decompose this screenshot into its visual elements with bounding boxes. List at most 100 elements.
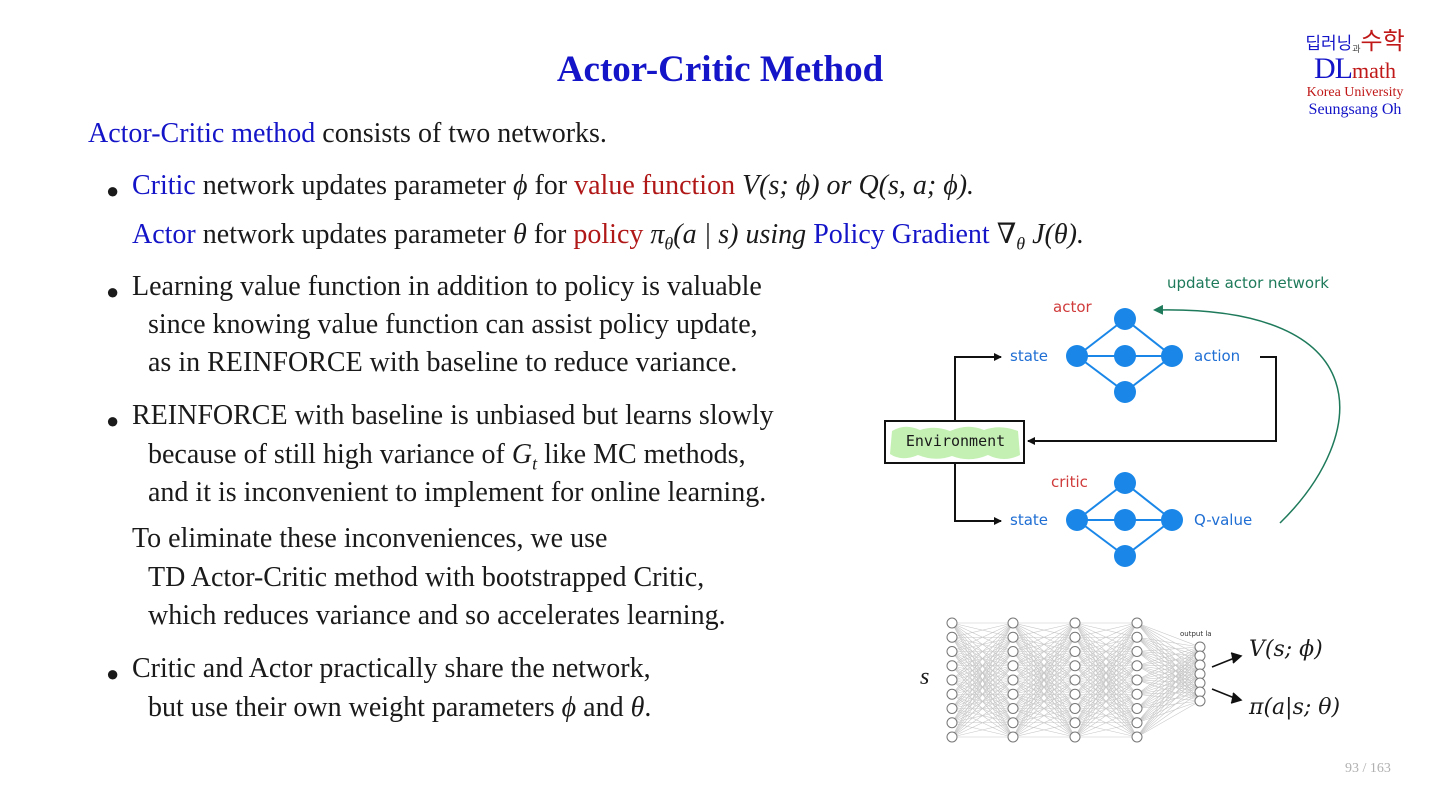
network-edge: [1136, 682, 1201, 709]
network-edge: [1012, 694, 1076, 738]
environment-highlight: [890, 426, 1020, 460]
state-label: state: [1010, 347, 1048, 365]
network-edge: [1074, 622, 1138, 652]
output-layer-label: output la: [1180, 630, 1212, 638]
network-edge: [951, 622, 1014, 738]
network-edge: [1074, 637, 1138, 738]
logo-korean: 딥러닝과수학: [1305, 29, 1405, 55]
network-node: [1131, 688, 1143, 700]
network-edge: [1136, 679, 1201, 702]
network-edge: [951, 622, 1014, 638]
network-node: [946, 631, 958, 643]
bullet-dot: ●: [106, 279, 120, 304]
network-node: [946, 703, 958, 714]
network-edge: [1136, 622, 1201, 648]
update-actor-label: update actor network: [1167, 274, 1329, 292]
network-node: [946, 717, 958, 729]
para-line3: which reduces variance and so accelerate…: [148, 600, 726, 631]
network-edge: [1136, 636, 1201, 648]
network-edge: [1136, 637, 1201, 693]
network-edge: [1136, 646, 1201, 681]
para-line2: TD Actor-Critic method with bootstrapped…: [148, 562, 705, 593]
network-edge: [1012, 622, 1076, 738]
bullet3-line2: because of still high variance of Gt lik…: [148, 439, 746, 474]
action-label: action: [1194, 347, 1241, 365]
network-node: [1069, 703, 1081, 714]
network-edge: [951, 622, 1014, 723]
network-edge: [1136, 673, 1201, 709]
network-edge: [1012, 637, 1076, 738]
network-node: [946, 660, 958, 672]
network-edge: [1012, 622, 1076, 681]
slide-title: Actor-Critic Method: [556, 49, 884, 90]
network-node: [1194, 695, 1206, 707]
network-edge: [1136, 651, 1201, 702]
network-node: [1069, 631, 1081, 643]
network-edge: [1136, 682, 1201, 738]
network-edge: [951, 708, 1014, 738]
network-edge: [1136, 700, 1201, 724]
network-node: [1131, 631, 1143, 643]
network-edge: [1136, 693, 1201, 702]
network-edge: [951, 622, 1014, 681]
network-edge: [1136, 646, 1201, 667]
network-node: [1069, 674, 1081, 686]
env-to-state-arrow: [954, 463, 1002, 525]
network-node: [1007, 617, 1019, 629]
network-edge: [951, 622, 1014, 709]
network-edge: [1136, 622, 1201, 702]
network-node: [1069, 646, 1081, 657]
network-edge: [1136, 673, 1201, 738]
network-edge: [951, 651, 1014, 738]
network-edge: [1136, 651, 1201, 684]
network-node: [1131, 717, 1143, 729]
network-edge: [1012, 622, 1076, 666]
network-edge: [1136, 691, 1201, 738]
network-edge: [1136, 691, 1201, 724]
network-node: [1131, 646, 1143, 657]
bullet-dot: ●: [106, 408, 120, 433]
dlmath-logo: 딥러닝과수학 DLmath Korea University Seungsang…: [1290, 30, 1420, 118]
actor-line: Actor network updates parameter θ for po…: [132, 219, 1084, 254]
network-edge: [1012, 622, 1076, 638]
logo-dl: DLmath: [1314, 52, 1396, 85]
network-edge: [1136, 636, 1201, 657]
shared-network-figure: [946, 617, 1243, 743]
network-edge: [1136, 664, 1201, 723]
environment-label: Environment: [905, 432, 1006, 450]
network-node: [1007, 731, 1019, 743]
actor-nodes: [1066, 308, 1183, 403]
network-edge: [1074, 722, 1138, 738]
network-edge: [1136, 646, 1201, 695]
network-edge: [1012, 679, 1076, 738]
network-edge: [1136, 655, 1201, 723]
network-edge: [1074, 622, 1138, 723]
network-edge: [1074, 622, 1138, 666]
network-edge: [1136, 665, 1201, 675]
network-edge: [1136, 679, 1201, 693]
network-edge: [1136, 691, 1201, 709]
network-node: [1007, 717, 1019, 729]
network-edge: [1136, 651, 1201, 675]
actor-label: actor: [1053, 298, 1092, 316]
network-edge: [1074, 622, 1138, 638]
network-node: [946, 731, 958, 743]
network-edge: [1136, 700, 1201, 709]
bullet4-line1: Critic and Actor practically share the n…: [132, 653, 651, 684]
bullet-dot: ●: [106, 178, 120, 203]
network-edge: [1136, 646, 1201, 723]
network-edge: [1012, 665, 1076, 738]
network-edge: [1074, 651, 1138, 738]
network-node: [1131, 731, 1143, 743]
network-edge: [951, 694, 1014, 738]
network-node: [1131, 617, 1143, 629]
page-number: 93 / 163: [1345, 761, 1391, 776]
network-edge: [1136, 622, 1201, 675]
actor-critic-diagram: [884, 304, 1341, 567]
para-line1: To eliminate these inconveniences, we us…: [132, 523, 608, 554]
bullet2-line3: as in REINFORCE with baseline to reduce …: [148, 347, 738, 378]
network-edge: [1074, 708, 1138, 738]
network-edge: [1136, 646, 1201, 709]
network-node: [1131, 660, 1143, 672]
network-edge: [1074, 694, 1138, 738]
